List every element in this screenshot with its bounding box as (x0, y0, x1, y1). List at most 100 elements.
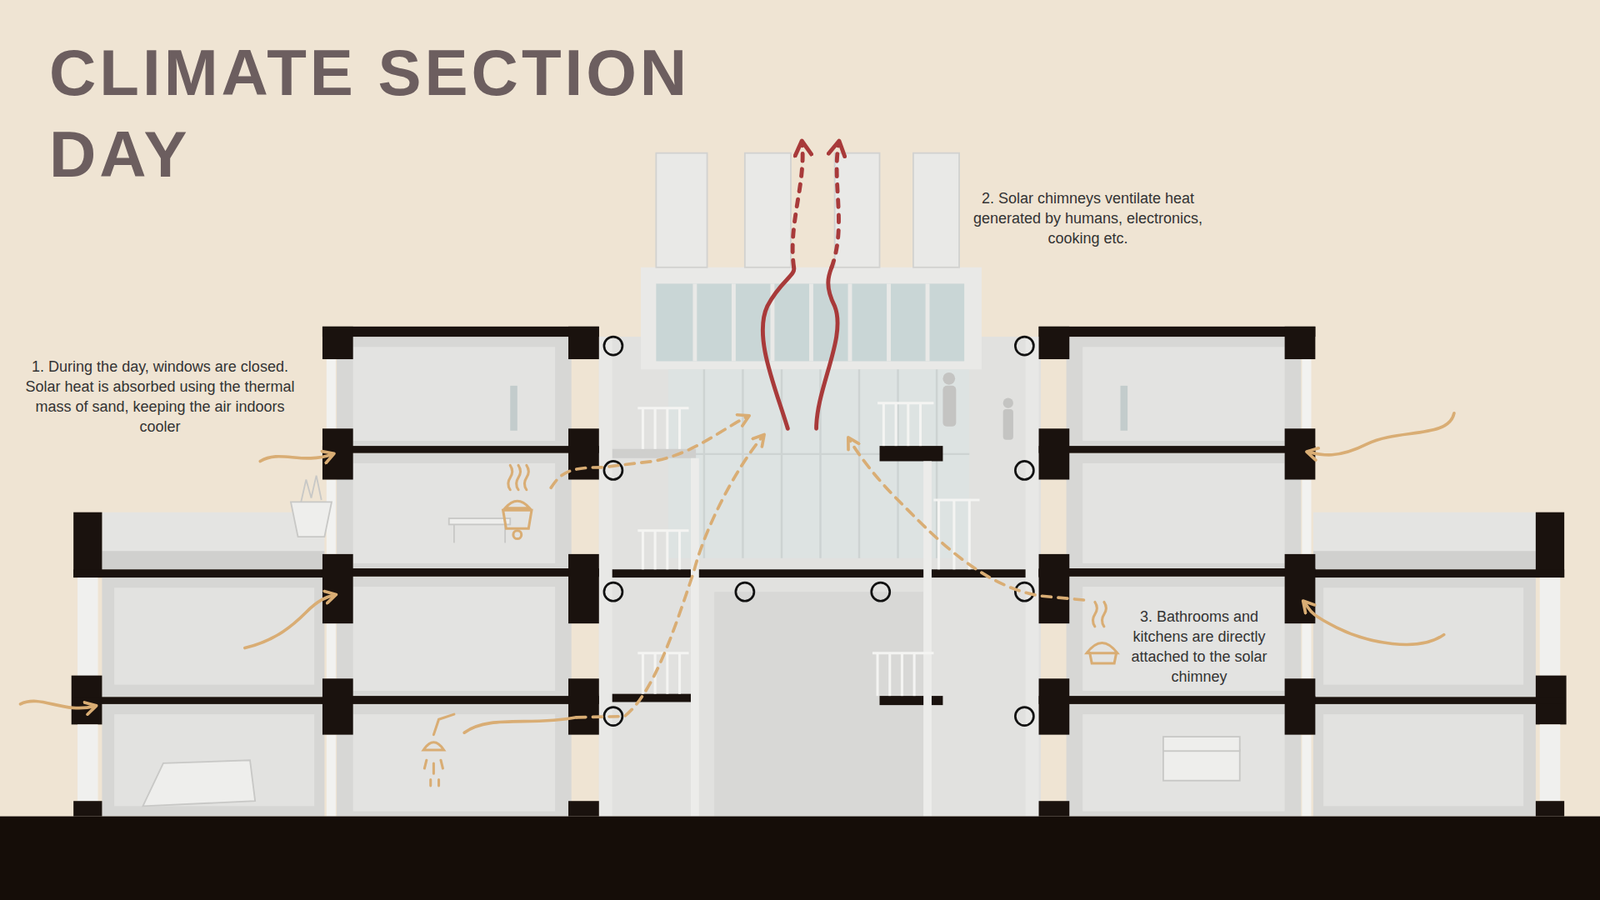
warm-air-arrows-part (849, 439, 1085, 600)
air-inflow-arrows-part (1304, 601, 1445, 645)
building-half-part-part (604, 336, 623, 355)
railings-part (654, 408, 657, 450)
warm-air-arrows-part (576, 435, 764, 718)
annotation-note: 1. During the day, windows are closed. S… (22, 356, 298, 437)
railings-part (876, 653, 880, 696)
railings-part (665, 408, 669, 450)
furniture-part (453, 524, 455, 543)
building-half-part-part (568, 678, 600, 735)
air-inflow-arrows-part (20, 700, 95, 708)
building-half-part (353, 714, 555, 811)
railings-part (919, 403, 922, 446)
building-half-part (73, 800, 102, 816)
atrium-part (690, 458, 700, 817)
people-part (1003, 409, 1014, 440)
furniture (142, 475, 1240, 807)
atrium-part-part (935, 369, 938, 559)
building-half-part (336, 576, 572, 696)
kitchen-bath-icons-part (524, 465, 529, 490)
building-half-part (73, 696, 325, 705)
chimney-exhaust-arrows-part (762, 267, 795, 429)
air-inflow-arrows-part (464, 717, 577, 733)
kitchen-bath-icons-part (424, 760, 443, 786)
building-half-part-part (568, 428, 600, 480)
solar-chimneys (655, 153, 960, 268)
chimney-exhaust-arrows-part (831, 142, 840, 267)
kitchen-bath-icons (423, 465, 1118, 785)
building-half-part (326, 735, 336, 817)
building-half-part (101, 577, 325, 697)
railings-part (654, 530, 657, 570)
kitchen-bath-icons-part (1090, 653, 1117, 664)
chimney-exhaust-arrows-part (792, 142, 803, 267)
atrium-part-part (809, 283, 814, 361)
building-half-part-part (568, 800, 600, 816)
railings-part (678, 530, 681, 570)
railings-part (906, 403, 910, 446)
railings (637, 403, 980, 696)
duct-circles-part (871, 582, 890, 601)
building-half-part (599, 336, 613, 817)
furniture-part (142, 760, 255, 806)
railings-part (641, 530, 645, 570)
railings-part (882, 403, 885, 446)
building-half-part-part (568, 554, 600, 624)
railings-part (937, 500, 940, 570)
ground (0, 816, 1600, 900)
atrium-part-part (692, 283, 697, 361)
duct-circles (735, 582, 890, 601)
railings-part (900, 653, 904, 696)
building-half-part-part (568, 326, 600, 360)
building-half-part (322, 326, 600, 817)
atrium-part (640, 267, 982, 370)
people-part (1003, 398, 1014, 409)
air-inflow-arrows-part (1308, 413, 1455, 455)
people-part (942, 372, 955, 385)
warm-air-arrows (550, 416, 1084, 718)
railings-part (637, 406, 689, 410)
furniture-part (290, 501, 332, 537)
railings-part (678, 408, 681, 450)
atrium-part-part (780, 369, 783, 559)
annotation-note: 2. Solar chimneys ventilate heat generat… (969, 188, 1207, 249)
railings-part (637, 529, 689, 532)
building-half-part-part (322, 554, 354, 624)
railings-part (665, 653, 669, 695)
building-half-part (73, 569, 325, 578)
building-half-part (101, 512, 325, 570)
railings-part (968, 500, 971, 570)
chimney-exhaust-arrows-part (816, 267, 839, 429)
air-inflow-arrows-part (260, 454, 333, 462)
building-half-part (322, 326, 600, 337)
building-half-part-part (322, 326, 354, 360)
kitchen-bath-icons-part (508, 465, 513, 490)
railings-part (665, 530, 669, 570)
annotation-note: 3. Bathrooms and kitchens are directly a… (1120, 606, 1279, 687)
atrium-part-part (848, 283, 853, 361)
people-part (942, 385, 956, 427)
chimney-exhaust-arrows (762, 142, 839, 429)
furniture-part (1163, 750, 1240, 781)
duct-circles-part (735, 582, 755, 601)
building-half-part (336, 453, 572, 569)
kitchen-bath-icons-part (503, 510, 532, 529)
kitchen-bath-icons-part (1092, 601, 1097, 626)
building-half-part (114, 714, 315, 806)
solar-chimneys-part (655, 153, 707, 268)
building-half-part (326, 623, 336, 679)
building-half-part (114, 587, 315, 685)
building-half-part-part (322, 678, 354, 735)
kitchen-bath-icons-part (516, 465, 521, 490)
building-half-part (510, 385, 518, 431)
building-half-part (326, 359, 336, 429)
solar-chimneys-part (913, 153, 960, 268)
building-half-part (101, 550, 325, 570)
air-inflow-arrows (20, 413, 1454, 733)
building-half-part (353, 346, 555, 441)
kitchen-bath-icons-part (1086, 642, 1118, 653)
building-half-part (73, 512, 102, 578)
atrium-part (880, 695, 944, 705)
building-half-part (353, 463, 555, 564)
railings-part (952, 500, 955, 570)
